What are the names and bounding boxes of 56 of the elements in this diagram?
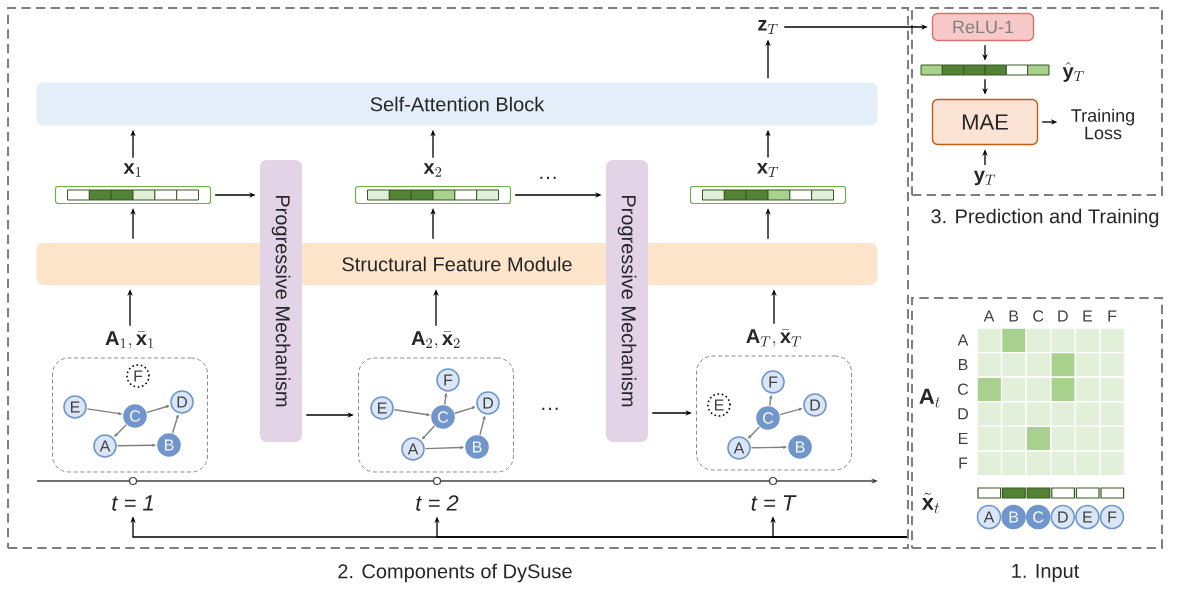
arrow — [454, 406, 476, 414]
row-label: C — [958, 383, 969, 395]
time-label: t = 1 — [112, 495, 153, 511]
node-label: $\mathbf{x}_1$ — [123, 163, 141, 177]
arrow — [769, 395, 773, 407]
node-label: $\mathbf{x}_2$ — [423, 163, 442, 177]
arrow — [750, 445, 787, 449]
arrow — [171, 414, 179, 434]
prediction-vector: $\hat{\mathbf{y}}_T$ — [920, 62, 1084, 82]
ellipsis: ··· — [540, 176, 556, 179]
ellipsis: ··· — [542, 407, 558, 410]
target-symbol: $\mathbf{y}_T$ — [973, 170, 996, 186]
node-label: $\hat{\mathbf{y}}_T$ — [1062, 62, 1084, 82]
embedding-vector: $\mathbf{x}_2$ — [354, 163, 512, 205]
embedding-vector: $\mathbf{x}_1$ — [54, 163, 212, 205]
row-label: F — [959, 457, 968, 469]
row-label: E — [959, 432, 968, 444]
row-label: B — [959, 359, 968, 371]
node-label: $\mathbf{x}_T$ — [756, 163, 779, 177]
arrow — [114, 424, 127, 437]
mechanism-band: Progressive Mechanism — [260, 160, 302, 442]
vector-symbol: $\tilde{\mathbf{x}}_t$ — [921, 492, 940, 514]
row-label: A — [957, 334, 969, 346]
time-label: t = T — [751, 495, 797, 511]
output-label: Training Loss — [1071, 108, 1134, 140]
arrow — [86, 408, 122, 416]
arrow — [479, 415, 486, 436]
node-label: 2. Components of DySuse — [338, 563, 572, 583]
column-label: E — [1083, 310, 1093, 322]
loss-box: MAE — [931, 98, 1039, 146]
arrow — [444, 393, 448, 406]
column-label: F — [1108, 310, 1117, 322]
arrow — [116, 443, 156, 447]
arrow — [421, 425, 436, 440]
node-label: 1. Input — [1012, 564, 1080, 582]
node-label: $\mathbf{A}_T, \bar{\mathbf{x}}_T$ — [746, 329, 802, 347]
output-symbol: $\mathbf{z}_T$ — [758, 20, 778, 34]
matrix-symbol: $\mathbf{A}_t$ — [919, 388, 940, 408]
arrow — [146, 405, 170, 414]
column-label: C — [1033, 310, 1044, 322]
column-label: D — [1058, 310, 1068, 322]
arrow — [424, 445, 464, 450]
activation-box: ReLU-1 — [931, 12, 1035, 42]
embedding-vector: $\mathbf{x}_T$ — [689, 163, 847, 205]
node-label: $\mathbf{A}_2, \bar{\mathbf{x}}_2$ — [411, 331, 460, 349]
row-label: D — [958, 408, 968, 420]
arrow — [393, 409, 430, 417]
time-label: t = 2 — [416, 495, 459, 511]
attention-block: Self-Attention Block — [36, 82, 878, 126]
column-label: A — [983, 310, 995, 322]
mechanism-band: Progressive Mechanism — [606, 160, 648, 442]
column-label: B — [1009, 310, 1019, 322]
node-label: $\mathbf{A}_1, \bar{\mathbf{x}}_1$ — [105, 331, 154, 349]
arrow — [779, 407, 803, 416]
arrow — [748, 426, 761, 439]
node-label: 3. Prediction and Training — [931, 208, 1159, 228]
